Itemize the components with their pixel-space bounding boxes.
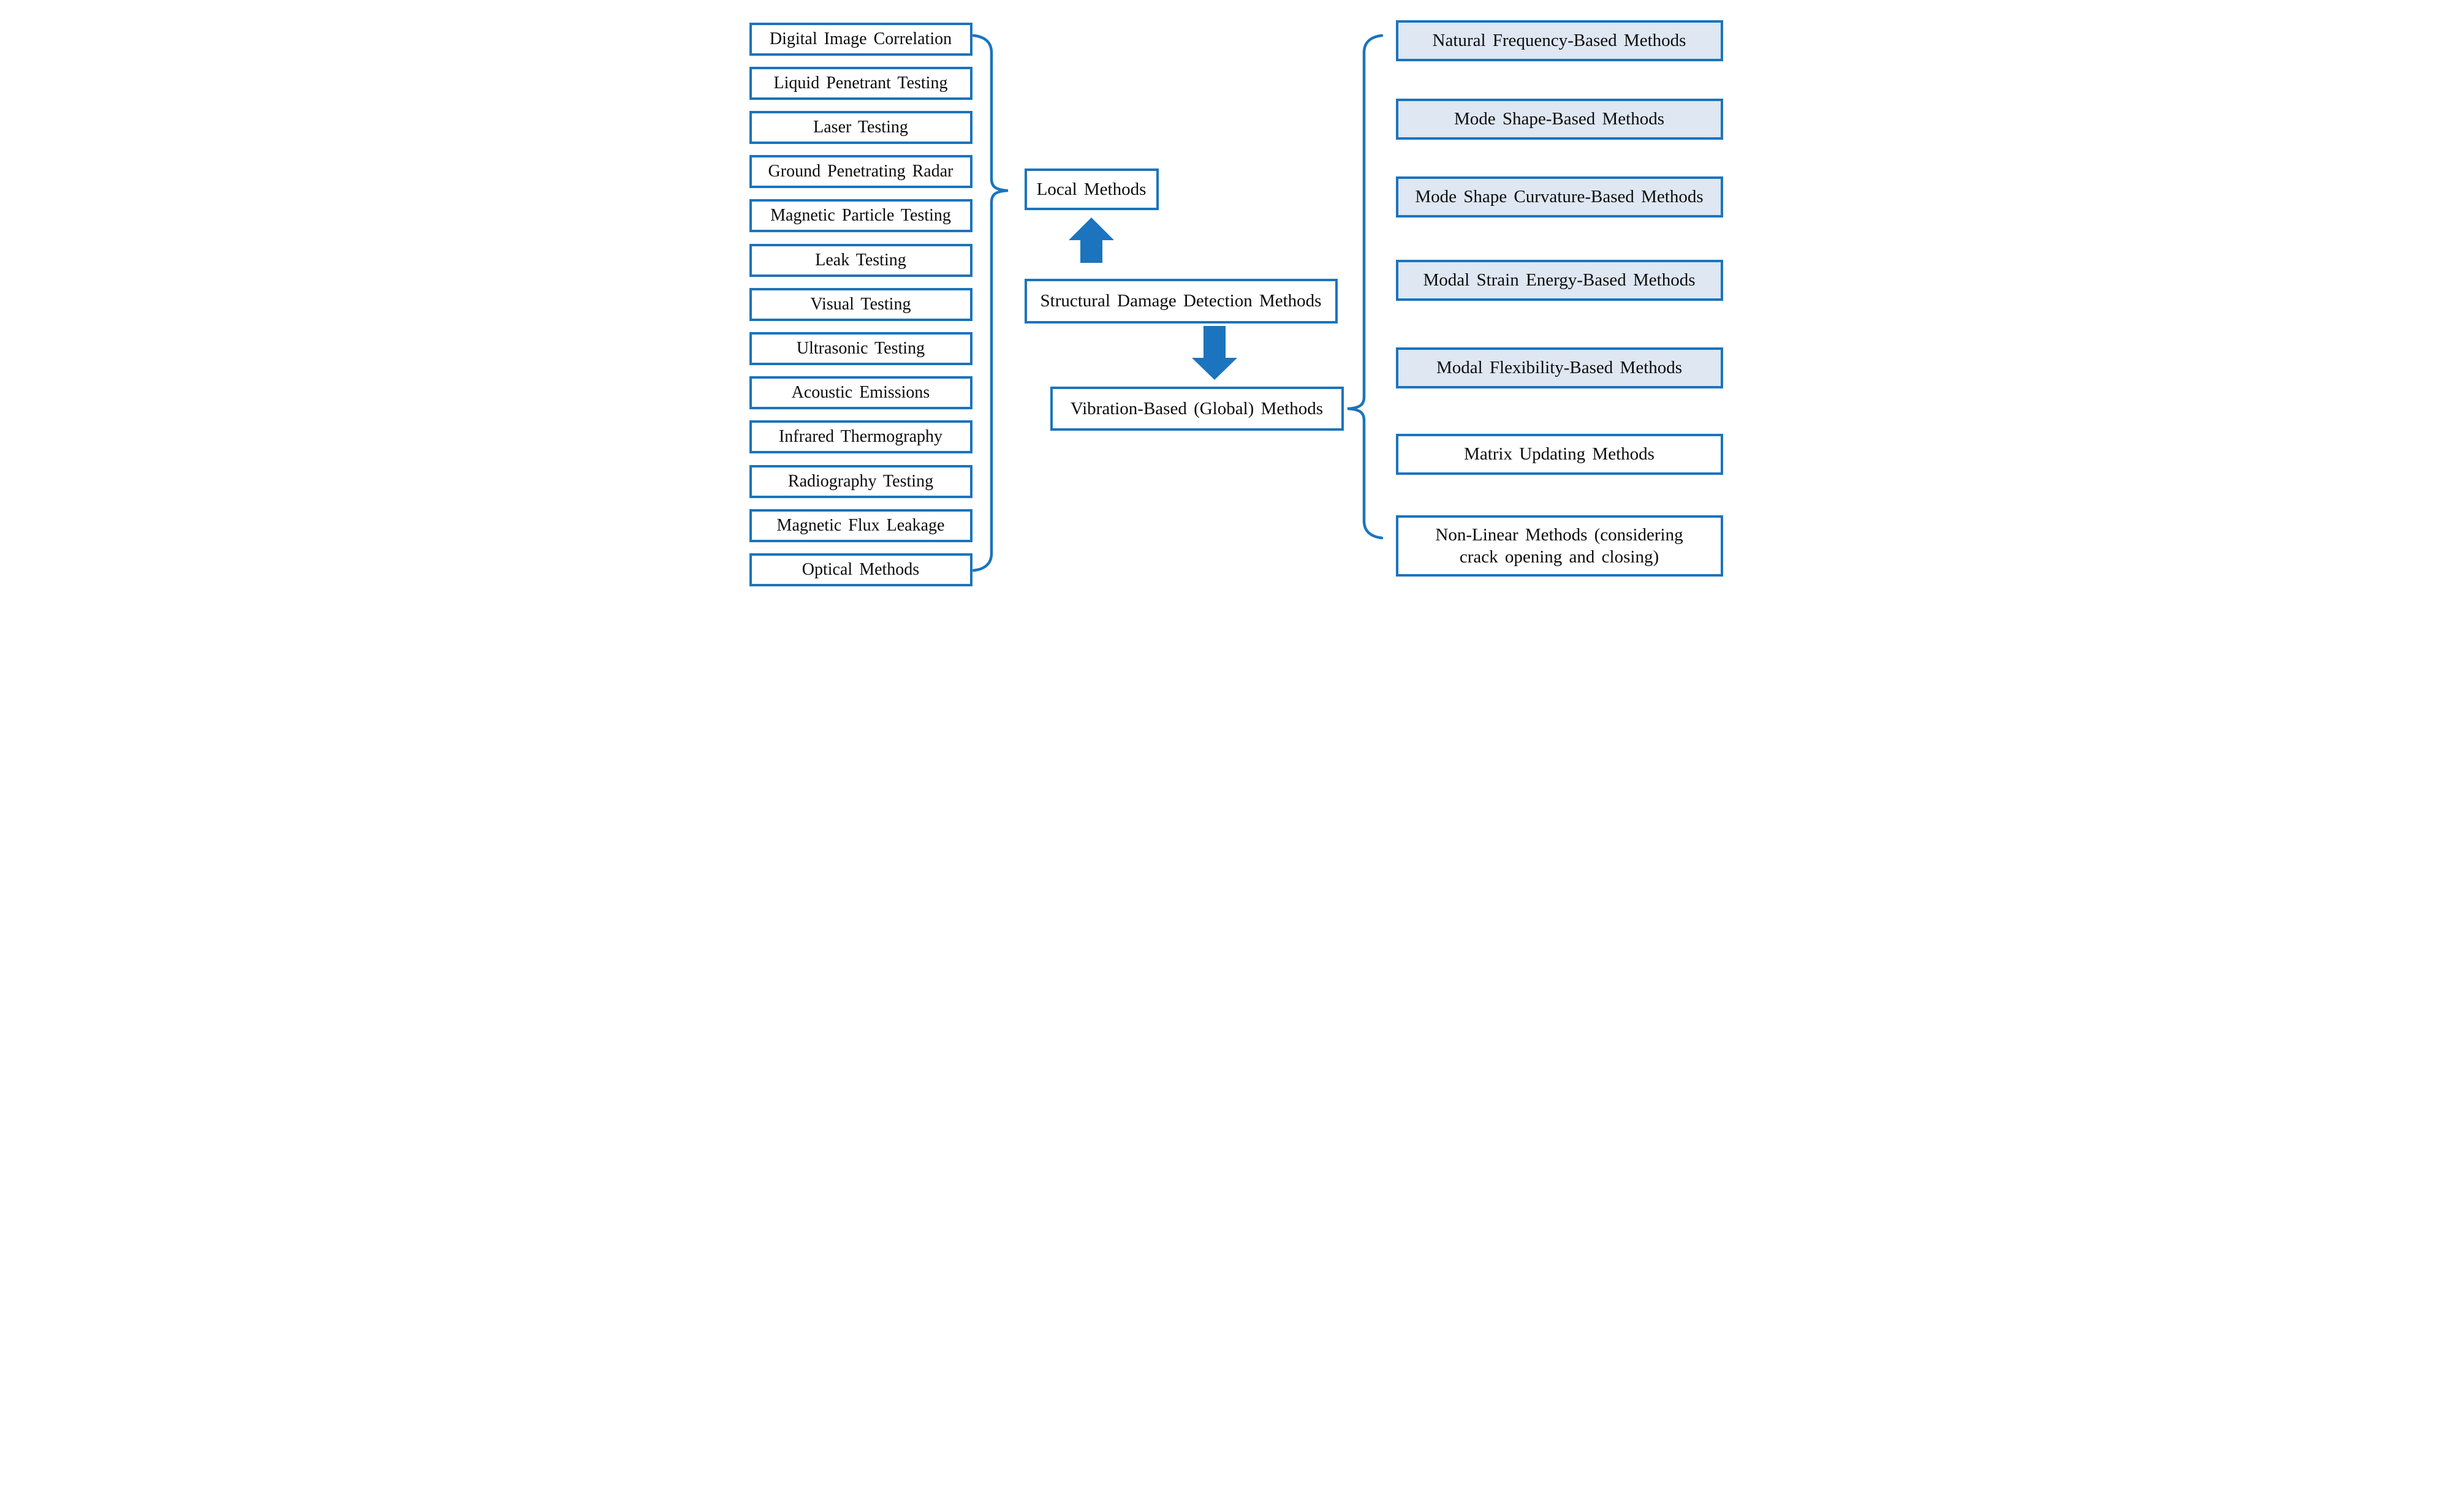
global-method-box: Mode Shape-Based Methods <box>1395 99 1723 140</box>
left-brace <box>972 34 1008 572</box>
down-arrow-icon <box>1191 326 1237 380</box>
local-method-box: Liquid Penetrant Testing <box>749 67 972 100</box>
local-method-box: Radiography Testing <box>749 465 972 498</box>
local-method-box: Ground Penetrating Radar <box>749 155 972 188</box>
right-brace <box>1347 34 1383 540</box>
global-method-box: Modal Strain Energy-Based Methods <box>1395 260 1723 301</box>
local-method-box: Ultrasonic Testing <box>749 332 972 365</box>
local-method-box: Laser Testing <box>749 111 972 144</box>
global-methods-node: Vibration-Based (Global) Methods <box>1050 387 1344 431</box>
local-method-box: Magnetic Flux Leakage <box>749 509 972 542</box>
local-method-box: Digital Image Correlation <box>749 23 972 56</box>
global-method-box: Natural Frequency-Based Methods <box>1395 20 1723 61</box>
root-node: Structural Damage Detection Methods <box>1024 279 1338 324</box>
local-method-box: Leak Testing <box>749 244 972 277</box>
global-method-box: Matrix Updating Methods <box>1395 434 1723 475</box>
local-methods-node: Local Methods <box>1024 168 1159 210</box>
diagram-canvas: Digital Image Correlation Liquid Penetra… <box>739 0 1725 595</box>
global-method-box: Non-Linear Methods (considering crack op… <box>1395 515 1723 577</box>
up-arrow-icon <box>1068 218 1114 263</box>
local-method-box: Acoustic Emissions <box>749 376 972 409</box>
global-method-box: Mode Shape Curvature-Based Methods <box>1395 176 1723 218</box>
local-method-box: Infrared Thermography <box>749 420 972 453</box>
global-method-box: Modal Flexibility-Based Methods <box>1395 347 1723 388</box>
local-method-box: Visual Testing <box>749 288 972 321</box>
local-method-box: Optical Methods <box>749 553 972 586</box>
local-method-box: Magnetic Particle Testing <box>749 199 972 232</box>
